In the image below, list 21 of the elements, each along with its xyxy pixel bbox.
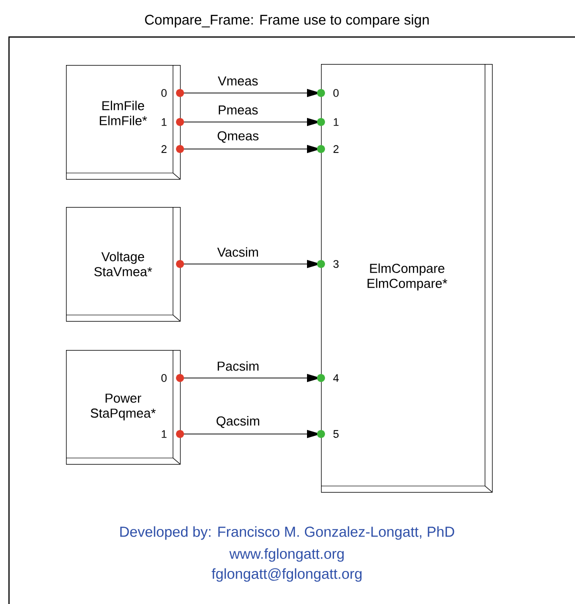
credit-text: fglongatt@fglongatt.org [212, 568, 362, 582]
port-number: 5 [333, 430, 339, 438]
edge-label: Vmeas [218, 76, 258, 86]
port-number: 0 [333, 89, 339, 97]
port-number: 2 [334, 145, 339, 153]
port-number: 4 [333, 374, 339, 382]
port-number: 2 [162, 145, 166, 153]
port-number: 1 [162, 430, 167, 438]
edge-label: Qacsim [216, 416, 260, 428]
credit-text: www.fglongatt.org [229, 548, 344, 562]
port-number: 3 [333, 260, 339, 268]
credit-text: Developed by: Francisco M. Gonzalez-Longatt, PhD [120, 526, 454, 540]
edge-label: Vacsim [217, 247, 258, 257]
edge-label: Qmeas [218, 131, 258, 143]
port-number: 0 [161, 374, 167, 382]
port-number: 1 [162, 118, 167, 126]
edge-label: Pmeas [218, 105, 258, 115]
port-number: 0 [161, 89, 167, 97]
edge-label: Pacsim [218, 361, 258, 371]
block-box: Voltage StaVmea* [66, 206, 181, 322]
port-number: 1 [334, 118, 339, 126]
